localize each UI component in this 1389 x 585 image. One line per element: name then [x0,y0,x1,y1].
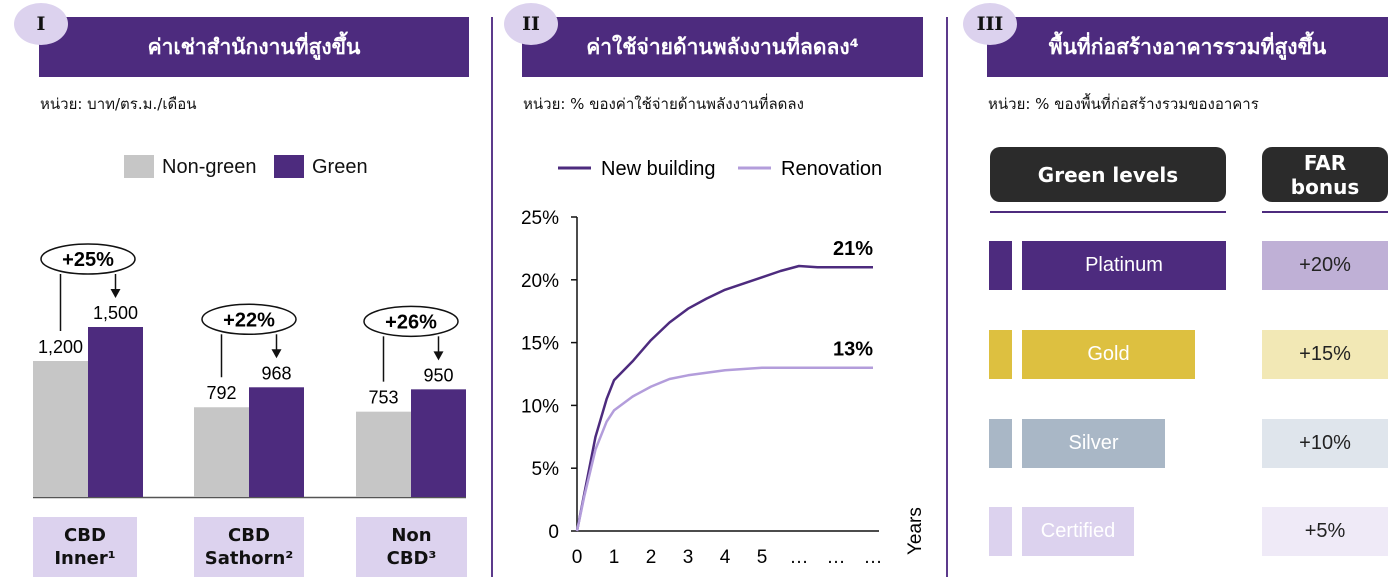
x-tick-label: … [827,547,846,568]
x-tick-label: 4 [720,547,731,568]
legend-label-renovation: Renovation [781,158,882,180]
panel3-badge: III [963,3,1017,45]
arrow-head-icon [271,349,282,359]
far-bonus-gold: +15% [1262,330,1388,379]
y-tick-label: 10% [521,396,559,417]
far-bonus-rule [1262,211,1388,213]
growth-annotation-cbd-inner: +25% [62,249,114,271]
panel3-unit: หน่วย: % ของพื้นที่ก่อสร้างรวมของอาคาร [988,95,1259,113]
y-tick-label: 25% [521,208,559,229]
growth-annotation-bubble-cbd-inner [40,243,136,275]
panel1-unit: หน่วย: บาท/ตร.ม./เดือน [40,95,197,113]
bar-non-green-cbd-sathorn [194,407,249,497]
series-line-new-building [575,264,873,532]
far-bonus-certified: +5% [1262,507,1388,556]
x-tick-label: … [864,547,883,568]
bar-non-green-cbd-inner [33,361,88,497]
level-swatch-certified [989,507,1012,556]
growth-annotation-cbd-sathorn: +22% [223,309,275,331]
x-tick-label: … [790,547,809,568]
arrow-head-icon [433,351,444,361]
panel2-unit: หน่วย: % ของค่าใช้จ่ายด้านพลังงานที่ลดลง [523,95,804,113]
panel2-title: ค่าใช้จ่ายด้านพลังงานที่ลดลง⁴ [586,34,859,59]
x-axis-label: Years [905,507,926,555]
growth-annotation-non-cbd: +26% [385,311,437,333]
level-bar-gold: Gold [1022,330,1195,379]
panel1-header: ค่าเช่าสำนักงานที่สูงขึ้น [39,17,469,77]
y-tick-label: 0 [548,522,559,543]
x-tick-label: 3 [683,547,694,568]
legend-swatch-green [274,155,304,178]
series-line-renovation [575,366,873,532]
far-bonus-header: FAR bonus [1262,147,1388,202]
end-label-new-building: 21% [833,238,873,260]
level-bar-certified: Certified [1022,507,1134,556]
category-label-non-cbd: Non CBD³ [356,517,467,577]
value-label-non-green-cbd-inner: 1,200 [38,337,83,357]
y-tick-label: 20% [521,271,559,292]
panel-divider-1 [491,17,493,577]
legend-label-non-green: Non-green [162,156,257,178]
x-tick-label: 1 [609,547,620,568]
end-label-renovation: 13% [833,339,873,361]
legend-label-new-building: New building [601,158,716,180]
panel2-badge: II [504,3,558,45]
value-label-green-cbd-inner: 1,500 [93,303,138,323]
panel2-header: ค่าใช้จ่ายด้านพลังงานที่ลดลง⁴ [522,17,923,77]
green-levels-header: Green levels [990,147,1226,202]
category-label-cbd-inner: CBD Inner¹ [33,517,137,577]
growth-annotation-bubble-non-cbd [363,305,459,338]
level-swatch-platinum [989,241,1012,290]
rent-bar-chart: 1,200 1,500 +25% 792 968 +22% 753 950 +26% [33,243,466,499]
x-tick-label: 2 [646,547,657,568]
panel1-title: ค่าเช่าสำนักงานที่สูงขึ้น [147,34,361,59]
bar-green-cbd-sathorn [249,387,304,497]
y-tick-label: 5% [532,459,560,480]
far-bonus-platinum: +20% [1262,241,1388,290]
green-levels-rule [990,211,1226,213]
growth-annotation-bubble-cbd-sathorn [201,303,297,336]
legend-label-green: Green [312,156,368,178]
legend-swatch-non-green [124,155,154,178]
level-bar-silver: Silver [1022,419,1165,468]
arrow-head-icon [110,289,121,298]
energy-line-chart: New building Renovation 0 5% 10% 15% 20% 25% 0 1 2… [521,158,926,568]
category-label-cbd-sathorn: CBD Sathorn² [194,517,304,577]
x-tick-label: 0 [572,547,583,568]
panel3-title: พื้นที่ก่อสร้างอาคารรวมที่สูงขึ้น [1048,34,1327,59]
y-tick-label: 15% [521,334,559,355]
far-bonus-silver: +10% [1262,419,1388,468]
value-label-green-non-cbd: 950 [423,365,453,385]
level-swatch-silver [989,419,1012,468]
value-label-non-green-cbd-sathorn: 792 [206,383,236,403]
level-bar-platinum: Platinum [1022,241,1226,290]
panel1-badge: I [14,3,68,45]
value-label-green-cbd-sathorn: 968 [261,363,291,383]
value-label-non-green-non-cbd: 753 [368,388,398,408]
bar-non-green-non-cbd [356,411,411,497]
panel3-header: พื้นที่ก่อสร้างอาคารรวมที่สูงขึ้น [987,17,1388,77]
level-swatch-gold [989,330,1012,379]
x-tick-label: 5 [757,547,768,568]
panel-divider-2 [946,17,948,577]
bar-green-non-cbd [411,389,466,497]
bar-green-cbd-inner [88,327,143,497]
